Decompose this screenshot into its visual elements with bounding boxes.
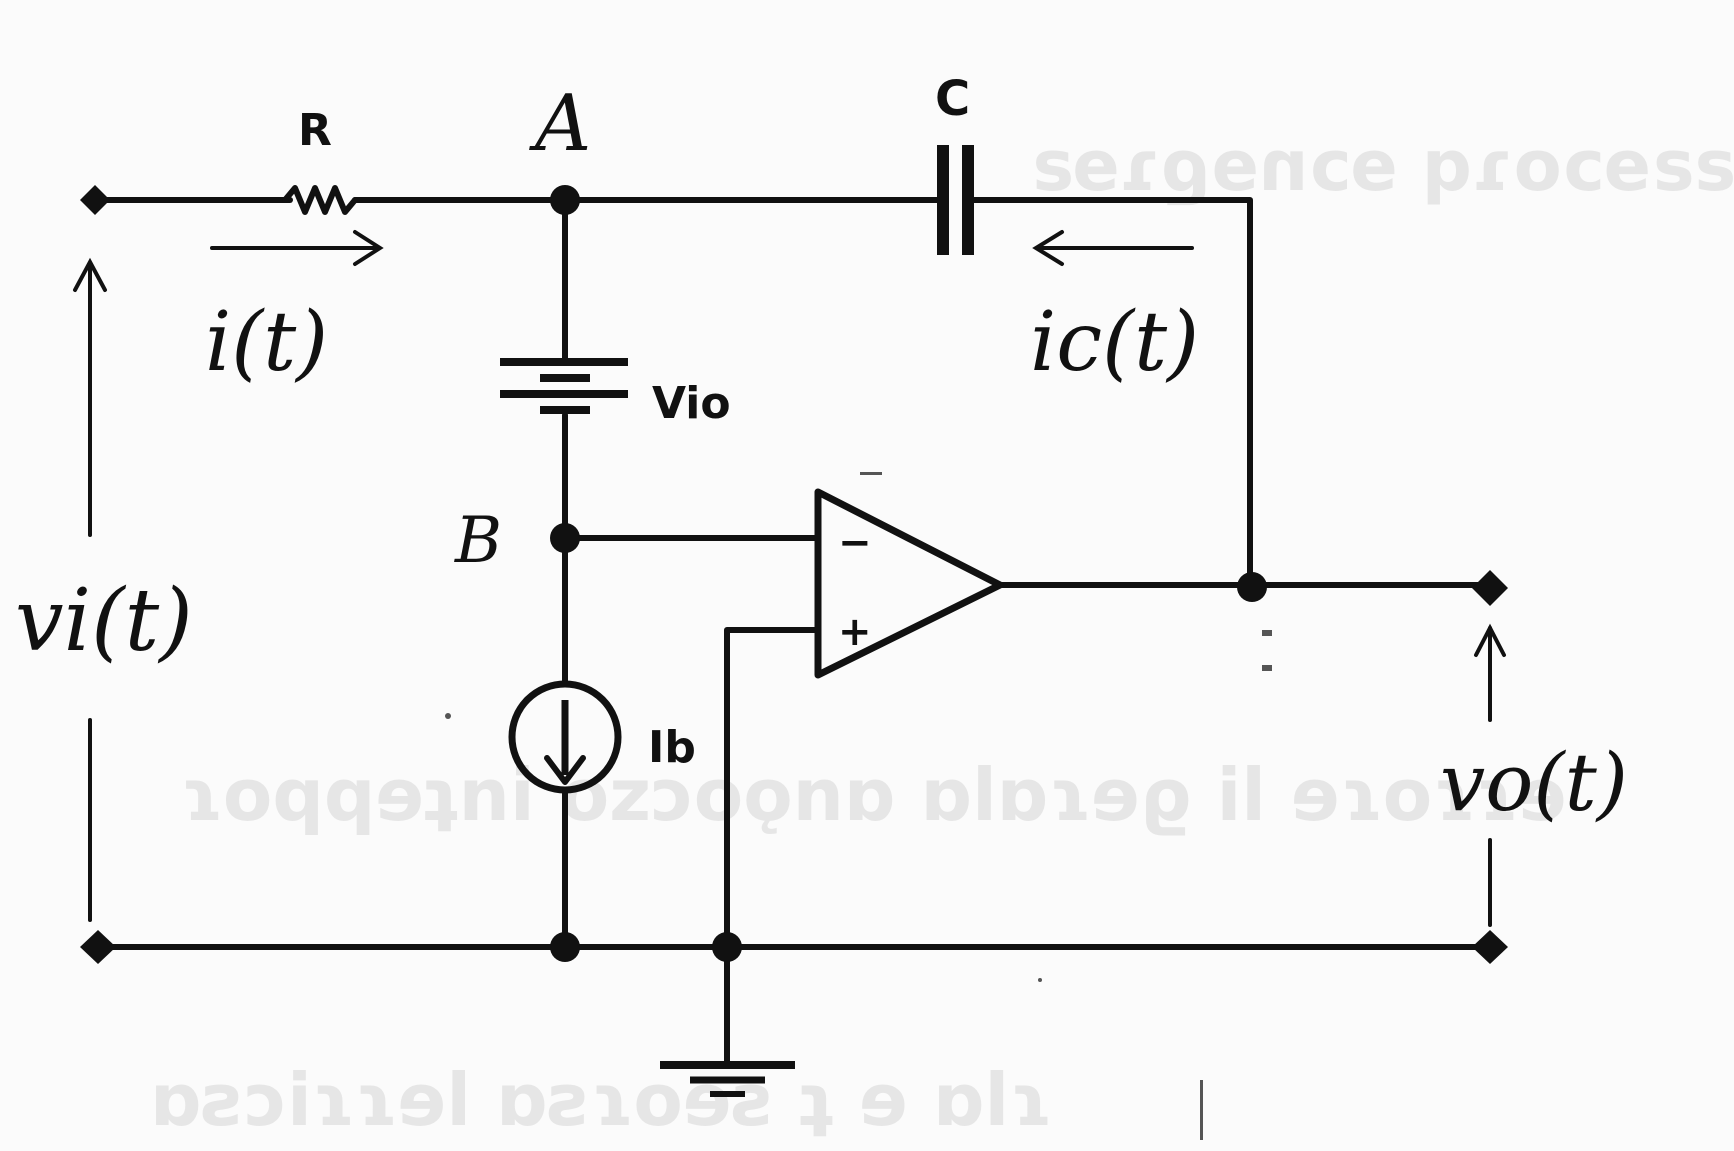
opamp-plus-label: + (838, 609, 872, 655)
resistor-label: R (298, 105, 332, 156)
opamp-minus-label: − (838, 520, 872, 566)
voltage-input-label: vi(t) (15, 571, 193, 671)
bleed-through: ƨƨɘɔoɿq ɘɔnɘϱɿɘƨ ɿoqqɘʇni ozɔoǫnɒ ɒlɒɿɘϱ… (150, 125, 1734, 1142)
svg-text:ɿoqqɘʇni ozɔoǫnɒ ɒlɒɿɘϱ il ɘɿo: ɿoqqɘʇni ozɔoǫnɒ ɒlɒɿɘϱ il ɘɿoɿɿɘ (180, 753, 1567, 837)
node-output-dot (1237, 572, 1267, 602)
op-amp (814, 488, 1004, 679)
terminal-input-bottom (80, 930, 116, 964)
current-input-label: i(t) (205, 295, 328, 390)
node-b-label: B (454, 504, 502, 578)
battery-label: Vio (652, 378, 731, 429)
terminal-output-top (1472, 570, 1508, 606)
node-bottom-left-dot (550, 932, 580, 962)
voltage-output-label: vo(t) (1440, 736, 1628, 829)
current-source (508, 680, 622, 794)
scan-specks (445, 472, 1272, 1140)
arrow-right-icon (210, 230, 384, 266)
svg-text:ɒƨɔiɿɿɘl ɒƨɿoɘƨ ʇ ɘ ɒlɿ: ɒƨɔiɿɿɘl ɒƨɿoɘƨ ʇ ɘ ɒlɿ (150, 1058, 1052, 1142)
node-b-dot (550, 523, 580, 553)
node-a-dot (550, 185, 580, 215)
wire-top-right (962, 197, 1253, 591)
arrow-left-icon (1032, 230, 1194, 266)
svg-text:ƨƨɘɔoɿq ɘɔnɘϱɿɘƨ: ƨƨɘɔoɿq ɘɔnɘϱɿɘƨ (1030, 125, 1734, 207)
node-a-label: A (529, 79, 591, 169)
ground-icon (660, 1061, 795, 1097)
capacitor (937, 145, 974, 255)
arrow-up-icon (1474, 623, 1506, 927)
terminal-input-top (80, 185, 110, 215)
resistor (282, 185, 358, 215)
capacitor-label: C (935, 71, 970, 127)
node-ground-dot (712, 932, 742, 962)
battery (500, 358, 628, 414)
terminal-output-bottom (1472, 930, 1508, 964)
wire-plus-to-ground (724, 627, 821, 1066)
current-source-label: Ib (648, 722, 696, 773)
current-capacitor-label: ic(t) (1030, 295, 1199, 390)
arrow-up-icon (73, 257, 107, 922)
